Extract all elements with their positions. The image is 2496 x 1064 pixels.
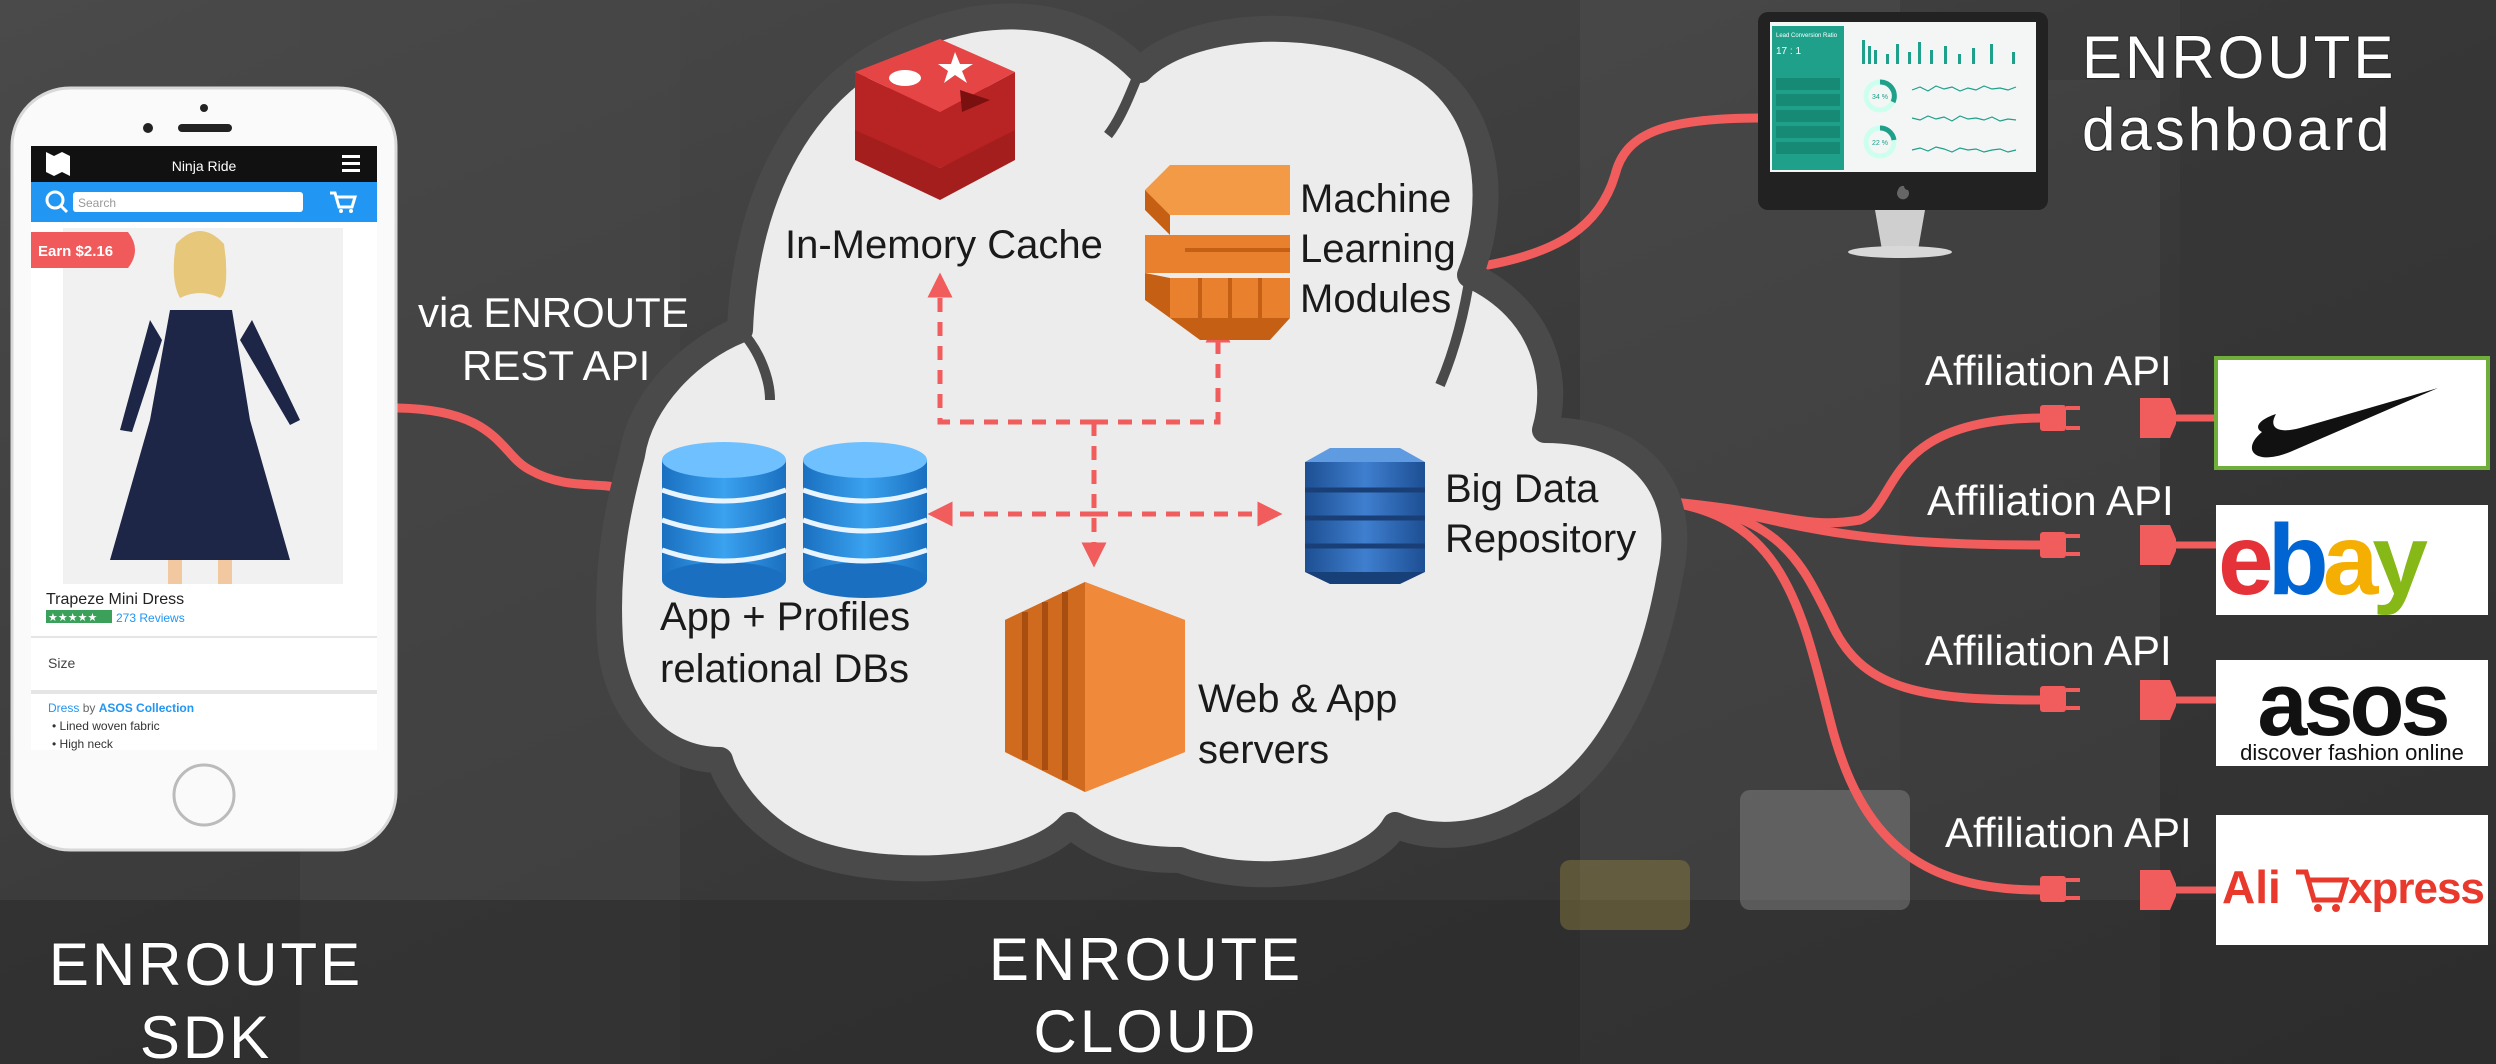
- dashboard-monitor: Lead Conversion Ratio 17 : 1 34 % 22 %: [1758, 12, 2048, 258]
- affiliate-aliexpress-connection: Affiliation API Ali xpress: [1945, 809, 2488, 945]
- sdk-phone-mockup: Ninja Ride Search Earn $2.1: [10, 86, 398, 852]
- web-app-servers-icon: [1005, 582, 1185, 792]
- aliexpress-logo: Ali xpress: [2222, 861, 2485, 913]
- socket-icon: [2140, 398, 2216, 438]
- dashboard-gauge-1-value: 34 %: [1872, 94, 1888, 101]
- ebay-logo: ebay: [2218, 504, 2428, 616]
- api-link-line1: via ENROUTE: [418, 289, 689, 336]
- cloud-title-line2: CLOUD: [1033, 998, 1258, 1064]
- ml-to-dashboard-connector: [1465, 113, 1765, 273]
- product-image-dress: [110, 231, 300, 584]
- sdk-title-line2: SDK: [140, 1004, 272, 1064]
- speaker-grill: [178, 124, 232, 132]
- app-header-bar: [31, 146, 377, 182]
- dashboard-sparklines: [1911, 85, 2017, 153]
- affiliate-ebay-connection: Affiliation API ebay: [1927, 477, 2488, 616]
- ml-label-line2: Learning: [1300, 227, 1456, 271]
- asos-logo: asos: [2257, 655, 2447, 755]
- machine-learning-icon: [1145, 165, 1290, 340]
- affiliation-api-label-nike: Affiliation API: [1925, 347, 2172, 394]
- servers-label-line1: Web & App: [1198, 677, 1397, 721]
- nike-swoosh-logo: [2251, 388, 2438, 458]
- dashboard-bar-chart: [1862, 40, 2015, 64]
- shopping-cart-icon: [2296, 869, 2350, 912]
- ml-link: [1094, 317, 1231, 425]
- svg-text:★★★★★: ★★★★★: [48, 612, 97, 624]
- profiles-db-icon: [802, 442, 928, 598]
- affiliate-nike-connection: Affiliation API: [1925, 347, 2490, 470]
- sdk-title-line1: ENROUTE: [49, 931, 363, 998]
- svg-text:xpress: xpress: [2348, 864, 2484, 913]
- affiliation-api-label-asos: Affiliation API: [1925, 627, 2172, 674]
- servers-label-line2: servers: [1198, 728, 1329, 772]
- app-title: Ninja Ride: [172, 158, 237, 174]
- asos-tagline: discover fashion online: [2240, 740, 2464, 765]
- dashboard-title-line1: ENROUTE: [2082, 24, 2396, 91]
- map-icon[interactable]: [46, 152, 70, 176]
- affiliation-api-label-ebay: Affiliation API: [1927, 477, 2174, 524]
- affiliate-asos-connection: Affiliation API asos discover fashion on…: [1925, 627, 2488, 766]
- bigdata-label-line1: Big Data: [1445, 467, 1599, 511]
- plug-icon: [2040, 686, 2080, 712]
- big-data-icon: [1305, 448, 1425, 584]
- search-placeholder: Search: [78, 196, 116, 210]
- ml-label-line3: Modules: [1300, 277, 1451, 321]
- product-bullet-1: • Lined woven fabric: [52, 719, 160, 733]
- sdk-to-cloud-connector: [393, 403, 623, 493]
- dashboard-gauge-2-value: 22 %: [1872, 140, 1888, 147]
- dashboard-screen-ratio: 17 : 1: [1776, 46, 1801, 57]
- plug-icon: [2040, 532, 2080, 558]
- product-bullet-2: • High neck: [52, 737, 114, 751]
- brand-line: Dress by ASOS Collection: [48, 701, 194, 715]
- ml-label-line1: Machine: [1300, 177, 1451, 221]
- cloud-title-line1: ENROUTE: [989, 926, 1303, 993]
- camera-icon: [143, 123, 153, 133]
- rating-stars: ★★★★★: [46, 610, 112, 624]
- earn-badge: [31, 232, 135, 268]
- cache-label: In-Memory Cache: [785, 223, 1103, 267]
- bigdata-to-asos-connector: [1645, 495, 2045, 705]
- plug-icon: [2040, 876, 2080, 902]
- socket-icon: [2140, 870, 2216, 910]
- svg-text:Ali: Ali: [2222, 861, 2281, 913]
- home-button[interactable]: [172, 763, 236, 827]
- bigdata-label-line2: Repository: [1445, 517, 1636, 561]
- socket-icon: [2140, 525, 2216, 565]
- db-label-line1: App + Profiles: [660, 595, 910, 639]
- api-link-line2: REST API: [462, 342, 650, 389]
- in-memory-cache-icon: [855, 39, 1015, 200]
- dashboard-gauge-2: [1863, 125, 1897, 159]
- cache-link: [927, 272, 1094, 425]
- search-input[interactable]: [73, 192, 303, 212]
- plug-icon: [2040, 405, 2080, 431]
- size-selector[interactable]: Size: [48, 655, 75, 671]
- earn-badge-text: Earn $2.16: [38, 243, 113, 260]
- bigdata-to-aliexpress-connector: [1645, 495, 2045, 895]
- socket-icon: [2140, 680, 2216, 720]
- product-name: Trapeze Mini Dress: [46, 591, 184, 608]
- cart-icon[interactable]: [330, 191, 358, 213]
- review-count[interactable]: 273 Reviews: [116, 611, 185, 625]
- db-label-line2: relational DBs: [660, 647, 909, 691]
- menu-icon[interactable]: [342, 155, 360, 172]
- search-icon[interactable]: [45, 190, 69, 214]
- asos-logo-card[interactable]: [2216, 660, 2488, 766]
- dashboard-screen-title: Lead Conversion Ratio: [1776, 33, 1838, 39]
- affiliation-api-label-aliexpress: Affiliation API: [1945, 809, 2192, 856]
- dashboard-title-line2: dashboard: [2082, 96, 2393, 163]
- enroute-cloud: [596, 3, 1688, 888]
- apple-logo-icon: [1897, 185, 1909, 200]
- aliexpress-logo-card[interactable]: [2216, 815, 2488, 945]
- ebay-logo-card[interactable]: [2216, 505, 2488, 615]
- relational-db-icon: [661, 442, 787, 598]
